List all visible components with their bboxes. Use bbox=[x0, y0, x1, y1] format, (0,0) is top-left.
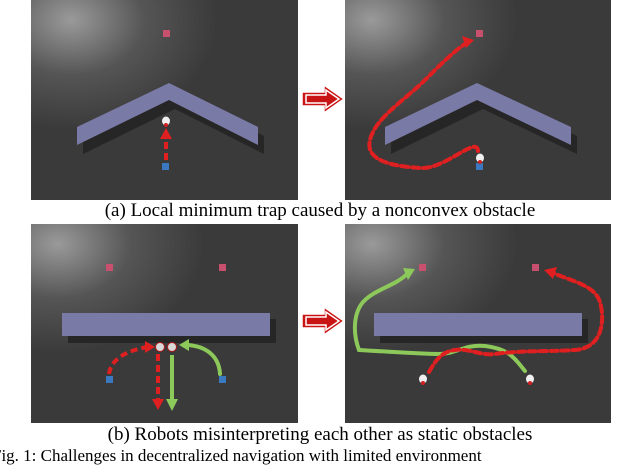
red-path bbox=[107, 341, 164, 410]
v-obstacle bbox=[77, 83, 264, 154]
subfigure-caption-a: (a) Local minimum trap caused by a nonco… bbox=[104, 200, 536, 221]
red-path bbox=[367, 36, 480, 171]
green-path bbox=[352, 268, 527, 373]
start-marker bbox=[219, 376, 226, 383]
bar-obstacle bbox=[62, 313, 276, 343]
robot bbox=[419, 374, 534, 385]
goal-marker bbox=[219, 264, 226, 271]
robot bbox=[155, 342, 177, 352]
bar-obstacle bbox=[374, 313, 588, 343]
robot bbox=[476, 153, 484, 164]
green-path bbox=[166, 339, 222, 411]
goal-marker bbox=[163, 30, 170, 37]
scene-b-after bbox=[345, 224, 611, 423]
robot bbox=[162, 116, 170, 127]
goal-marker bbox=[476, 30, 483, 37]
right-arrow-icon bbox=[300, 305, 346, 337]
red-path bbox=[160, 128, 172, 160]
red-path bbox=[427, 267, 605, 374]
scene-a-after bbox=[345, 0, 611, 200]
start-marker bbox=[162, 163, 169, 170]
right-arrow-icon bbox=[300, 83, 346, 115]
goal-marker bbox=[106, 264, 113, 271]
scene-a-before bbox=[31, 0, 298, 200]
scene-b-before bbox=[31, 224, 298, 423]
subfigure-caption-b: (b) Robots misinterpreting each other as… bbox=[107, 424, 533, 445]
goal-marker bbox=[419, 264, 426, 271]
goal-marker bbox=[532, 264, 539, 271]
v-obstacle bbox=[385, 83, 577, 154]
start-marker bbox=[476, 163, 483, 170]
figure-caption: Fig. 1: Challenges in decentralized navi… bbox=[0, 446, 482, 465]
start-marker bbox=[106, 376, 113, 383]
